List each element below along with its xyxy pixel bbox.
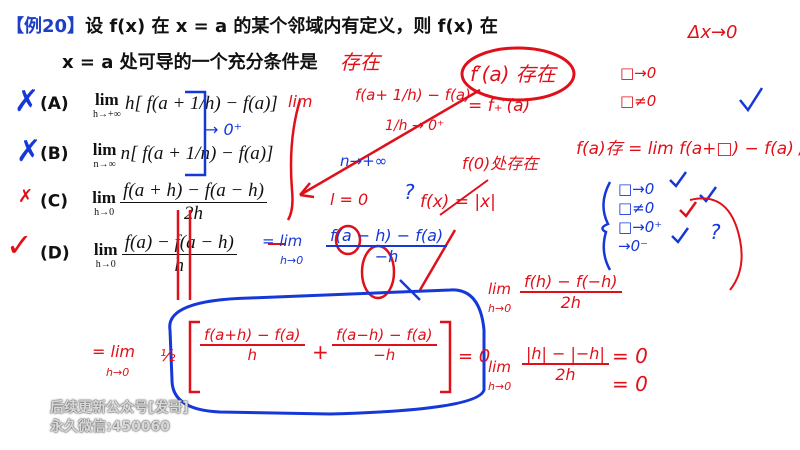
hw-deriv-right: = f₊′(a) <box>468 96 531 116</box>
hw-one-over-h: 1/h → 0⁺ <box>385 118 445 134</box>
hw-box-list-item-3: □→0⁺ <box>618 218 663 236</box>
option-b: (B) lim n→∞ n[ f(a + 1/n) − f(a)] <box>40 140 273 170</box>
watermark-line-1: 后续更新公众号[发哥] <box>50 400 189 416</box>
hw-right-lim: lim h→0 <box>488 280 511 316</box>
hw-abs-den: 2h <box>555 365 576 384</box>
option-b-cross-mark: ✗ <box>16 134 42 169</box>
option-c-lim: lim <box>92 187 116 207</box>
hw-box-ne-0: □≠0 <box>620 92 657 110</box>
hw-abs-frac: |h| − |−h| 2h <box>522 344 609 384</box>
hw-bottom-frac2: f(a−h) − f(a) −h <box>332 326 437 364</box>
option-d-lim: lim <box>93 239 118 259</box>
hw-box-list-item-2: □≠0 <box>618 199 655 217</box>
option-a-lim: lim <box>95 90 119 109</box>
option-a-expr: h[ f(a + 1/h) − f(a)] <box>124 92 278 114</box>
option-a: (A) lim h→+∞ h[ f(a + 1/h) − f(a)] <box>40 90 278 120</box>
hw-d-den: −h <box>374 247 399 266</box>
red-ellipse-fprime <box>460 46 576 102</box>
option-c-cross-mark: ✗ <box>18 186 34 207</box>
option-d-den: h <box>174 255 185 276</box>
hw-d-eq: = lim <box>262 232 303 250</box>
option-a-cross-mark: ✗ <box>14 84 40 119</box>
hw-bottom-lim: = lim h→0 <box>92 342 135 380</box>
hw-bottom-frac2-num: f(a−h) − f(a) <box>332 326 437 346</box>
option-c: (C) lim h→0 f(a + h) − f(a − h) 2h <box>40 180 267 225</box>
hw-n-to-inf: n→+∞ <box>340 152 388 170</box>
option-c-num: f(a + h) − f(a − h) <box>120 180 267 203</box>
hw-box-list-item-4: →0⁻ <box>618 237 649 255</box>
option-d-num: f(a) − f(a − h) <box>121 232 237 255</box>
red-arrow-diagonal <box>299 88 481 197</box>
hw-box-list: □→0 □≠0 □→0⁺ →0⁻ <box>618 180 662 256</box>
option-a-lim-sub: h→+∞ <box>92 109 121 120</box>
problem-line-2: x = a 处可导的一个充分条件是 <box>62 52 318 73</box>
hw-d-num: f(a − h) − f(a) <box>326 226 448 247</box>
option-d-check-mark: ✓ <box>6 226 33 264</box>
hw-bottom-frac1: f(a+h) − f(a) h <box>200 326 305 364</box>
hw-to-0-plus: → 0⁺ <box>205 120 243 139</box>
hw-eq-zero-1: = 0 <box>612 344 648 368</box>
hw-box-to-0: □→0 <box>620 64 657 82</box>
hw-bottom-frac1-num: f(a+h) − f(a) <box>200 326 305 346</box>
example-tag: 【例20】 <box>6 16 86 37</box>
option-d-lim-sub: h→0 <box>95 258 116 270</box>
problem-line-1: 【例20】设 f(x) 在 x = a 的某个邻域内有定义，则 f(x) 在 <box>6 12 498 38</box>
hw-bottom-frac1-den: h <box>247 346 258 364</box>
hw-fprime-exists: f′(a) 存在 <box>470 62 556 86</box>
hw-bottom-plus: + <box>312 340 329 364</box>
hw-question-1: ? <box>404 180 415 204</box>
hw-d-lim: = lim h→0 <box>262 232 303 268</box>
option-a-label: (A) <box>40 93 69 114</box>
hw-abs-lim-label: lim <box>488 358 511 376</box>
hw-bottom-eq: = 0 <box>458 346 491 367</box>
hw-def-lim: f(a)存 = lim f(a+□) − f(a) / □ <box>576 139 800 159</box>
hw-question-2: ? <box>710 220 721 244</box>
hw-dx-to-0: Δx→0 <box>688 22 738 43</box>
hw-abs-lim-sub: h→0 <box>488 380 512 393</box>
option-b-lim: lim <box>92 140 117 159</box>
hw-right-lim-sub: h→0 <box>488 302 512 315</box>
hw-bottom-lim-sub: h→0 <box>106 366 130 379</box>
hw-right-frac: f(h) − f(−h) 2h <box>520 272 622 312</box>
option-d: (D) lim h→0 f(a) − f(a − h) h <box>40 232 237 277</box>
option-b-expr: n[ f(a + 1/n) − f(a)] <box>120 142 274 164</box>
hw-d-frac: f(a − h) − f(a) −h <box>326 226 448 266</box>
hw-eq-zero-2: = 0 <box>612 372 648 396</box>
blue-rounded-box <box>168 288 486 416</box>
hw-lim-a: lim <box>288 92 313 111</box>
option-c-label: (C) <box>40 191 69 212</box>
hw-box-list-item-1: □→0 <box>618 180 655 198</box>
hw-right-den: 2h <box>560 293 581 312</box>
blue-box-b <box>185 90 207 177</box>
watermark-line-2: 永久微信:450060 <box>50 419 171 435</box>
option-b-label: (B) <box>40 143 69 164</box>
option-c-lim-sub: h→0 <box>94 206 115 218</box>
hw-right-lim-label: lim <box>488 280 511 298</box>
hw-l-eq-0: l = 0 <box>330 190 369 209</box>
hw-fx-abs: f(x) = |x| <box>420 192 496 212</box>
hw-right-num: f(h) − f(−h) <box>520 272 622 293</box>
option-b-lim-sub: n→∞ <box>93 159 116 170</box>
hw-abs-lim: lim h→0 <box>488 358 511 394</box>
hw-bottom-frac2-den: −h <box>373 346 396 364</box>
hw-abs-num: |h| − |−h| <box>522 344 609 365</box>
hw-exists-top: 存在 <box>340 50 380 74</box>
hw-d-sub: h→0 <box>280 254 304 267</box>
hw-bottom-lim-label: = lim <box>92 342 135 361</box>
hw-a-num: f(a+ 1/h) − f(a) <box>355 86 471 104</box>
hw-bottom-half: ½ <box>160 346 176 365</box>
problem-text-1: 设 f(x) 在 x = a 的某个邻域内有定义，则 f(x) 在 <box>85 16 498 37</box>
option-d-label: (D) <box>40 243 70 264</box>
hw-f0-exists: f(0)处存在 <box>462 154 539 173</box>
